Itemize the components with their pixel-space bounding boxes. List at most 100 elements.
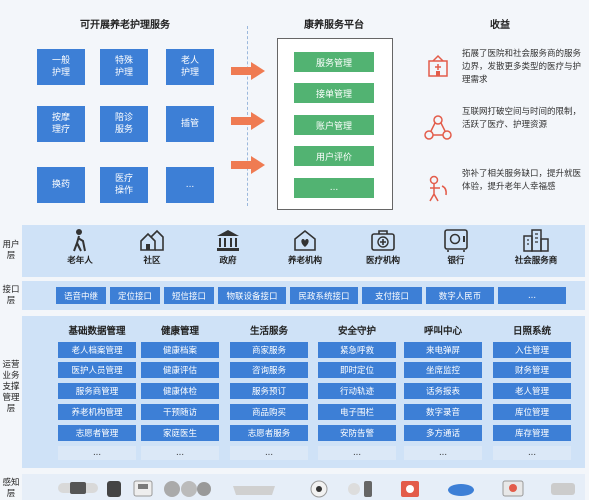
user-bank-label: 银行 <box>447 256 465 266</box>
col-item[interactable]: 老人管理 <box>493 383 571 399</box>
network-icon <box>424 115 452 140</box>
service-general-care: 一般 护理 <box>37 49 85 85</box>
col-item[interactable]: 多方通话 <box>404 425 482 441</box>
col-item[interactable]: 志愿者服务 <box>230 425 308 441</box>
divider-line <box>247 26 248 206</box>
platform-order-mgmt[interactable]: 接单管理 <box>294 83 374 103</box>
caregiver-icon <box>429 175 447 202</box>
alarm-device-icon <box>401 481 419 497</box>
col-more[interactable]: ... <box>493 446 571 460</box>
col-more[interactable]: ... <box>58 446 136 460</box>
col-more[interactable]: ... <box>141 446 219 460</box>
arrow-right-icon <box>231 62 265 80</box>
col-item[interactable]: 即时定位 <box>318 362 396 378</box>
interface-more[interactable]: ... <box>498 287 566 304</box>
interface-location[interactable]: 定位接口 <box>110 287 160 304</box>
benefit-text: 弥补了相关服务缺口，提升就医体验，提升老年人幸福感 <box>462 169 582 192</box>
user-service-provider-label: 社会服务商 <box>514 256 558 266</box>
elderly-icon <box>73 229 86 252</box>
mat-device-icon <box>233 486 275 495</box>
col-item[interactable]: 入住管理 <box>493 342 571 358</box>
col-item[interactable]: 咨询服务 <box>230 362 308 378</box>
user-community[interactable]: 社区 <box>134 228 170 266</box>
interface-digital-rmb[interactable]: 数字人民币 <box>426 287 494 304</box>
benefit-item: 弥补了相关服务缺口，提升就医体验，提升老年人幸福感 <box>424 168 584 218</box>
benefit-text: 拓展了医院和社会服务商的服务边界，发散更多类型的医疗与护理需求 <box>462 49 582 85</box>
col-more[interactable]: ... <box>230 446 308 460</box>
col-item[interactable]: 商家服务 <box>230 342 308 358</box>
col-item[interactable]: 安防告警 <box>318 425 396 441</box>
interface-payment[interactable]: 支付接口 <box>362 287 422 304</box>
col-item[interactable]: 商品购买 <box>230 404 308 420</box>
layer-label-user: 用户 层 <box>2 240 20 261</box>
services-title: 可开展养老护理服务 <box>80 20 170 31</box>
user-community-label: 社区 <box>143 256 161 266</box>
platform-box: 服务管理 接单管理 账户管理 用户评价 ... <box>277 38 393 210</box>
platform-title: 康养服务平台 <box>304 20 364 31</box>
col-more[interactable]: ... <box>404 446 482 460</box>
arrow-right-icon <box>231 156 265 174</box>
col-item[interactable]: 紧急呼救 <box>318 342 396 358</box>
user-nursing-home[interactable]: 养老机构 <box>280 228 330 266</box>
pillow-device-icon <box>448 484 474 496</box>
interface-iot-device[interactable]: 物联设备接口 <box>218 287 286 304</box>
col-item[interactable]: 电子围栏 <box>318 404 396 420</box>
benefit-item: 互联网打破空间与时间的限制，活跃了医疗、护理资源 <box>424 106 584 156</box>
layer-label-ops: 运营 业务 支撑 管理 层 <box>2 360 20 414</box>
interface-sms[interactable]: 短信接口 <box>164 287 214 304</box>
col-item[interactable]: 话务报表 <box>404 383 482 399</box>
nursing-home-icon <box>294 229 316 251</box>
col-item[interactable]: 财务管理 <box>493 362 571 378</box>
col-item[interactable]: 医护人员管理 <box>58 362 136 378</box>
community-icon <box>140 229 164 251</box>
platform-service-mgmt[interactable]: 服务管理 <box>294 52 374 72</box>
col-item[interactable]: 库存管理 <box>493 425 571 441</box>
col-item[interactable]: 健康档案 <box>141 342 219 358</box>
col-title-life-service: 生活服务 <box>249 326 288 337</box>
user-elderly[interactable]: 老年人 <box>60 228 100 266</box>
col-item[interactable]: 干预随访 <box>141 404 219 420</box>
col-item[interactable]: 库位管理 <box>493 404 571 420</box>
col-item[interactable]: 行动轨迹 <box>318 383 396 399</box>
col-item[interactable]: 数字录音 <box>404 404 482 420</box>
col-title-basic-data: 基础数据管理 <box>68 326 126 337</box>
col-item[interactable]: 老人档案管理 <box>58 342 136 358</box>
col-item[interactable]: 服务预订 <box>230 383 308 399</box>
watch-device-icon <box>107 481 121 497</box>
col-item[interactable]: 来电弹屏 <box>404 342 482 358</box>
platform-user-review[interactable]: 用户评价 <box>294 146 374 166</box>
col-item[interactable]: 服务商管理 <box>58 383 136 399</box>
interface-civil-affairs[interactable]: 民政系统接口 <box>290 287 358 304</box>
col-item[interactable]: 志愿者管理 <box>58 425 136 441</box>
col-title-call-center: 呼叫中心 <box>423 326 462 337</box>
col-item[interactable]: 家庭医生 <box>141 425 219 441</box>
col-more[interactable]: ... <box>318 446 396 460</box>
service-escort: 陪诊 服务 <box>100 106 148 142</box>
monitor-device-icon <box>502 480 524 497</box>
platform-more[interactable]: ... <box>294 178 374 198</box>
platform-account-mgmt[interactable]: 账户管理 <box>294 115 374 135</box>
col-item[interactable]: 养老机构管理 <box>58 404 136 420</box>
col-item[interactable]: 健康评估 <box>141 362 219 378</box>
user-medical[interactable]: 医疗机构 <box>358 228 408 266</box>
camera-device-icon <box>310 480 328 498</box>
service-massage: 按摩 理疗 <box>37 106 85 142</box>
col-title-daycare: 日照系统 <box>512 326 551 337</box>
service-more: ... <box>166 167 214 203</box>
user-bank[interactable]: 银行 <box>438 228 474 266</box>
service-dressing: 换药 <box>37 167 85 203</box>
sensor-device-icon <box>164 481 211 497</box>
user-medical-label: 医疗机构 <box>365 256 400 266</box>
hospital-icon <box>428 54 448 77</box>
user-government[interactable]: 政府 <box>208 228 248 266</box>
user-layer <box>22 225 585 277</box>
phone-device-icon <box>551 483 575 495</box>
col-title-safety: 安全守护 <box>337 326 376 337</box>
col-item[interactable]: 坐席监控 <box>404 362 482 378</box>
user-service-provider[interactable]: 社会服务商 <box>508 228 564 266</box>
layer-label-sense: 感知 层 <box>2 478 20 499</box>
interface-voice-relay[interactable]: 语音中继 <box>56 287 106 304</box>
col-item[interactable]: 健康体检 <box>141 383 219 399</box>
arrow-right-icon <box>231 112 265 130</box>
bank-safe-icon <box>444 229 468 252</box>
